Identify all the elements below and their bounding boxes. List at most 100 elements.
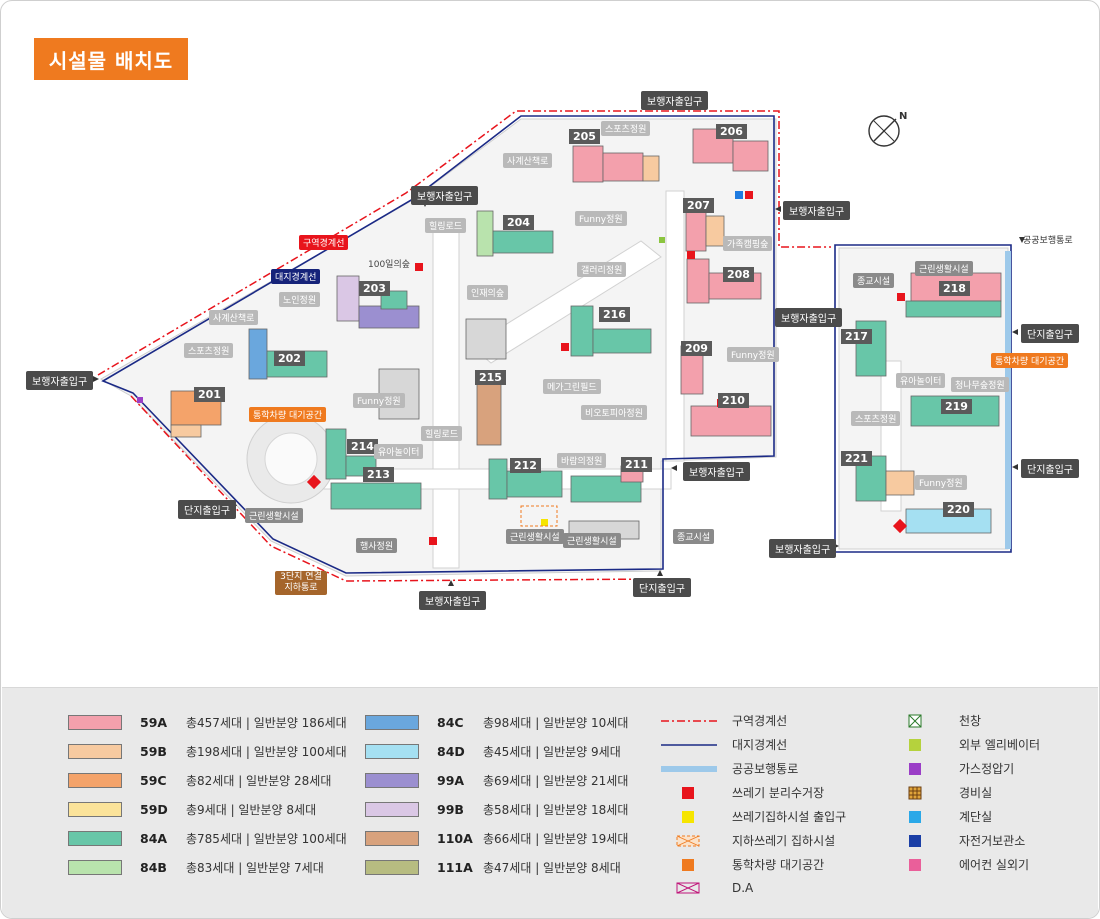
building-219: 219 <box>941 399 972 414</box>
legend-icon-label: 가스정압기 <box>959 762 1015 776</box>
funny-tag-2: Funny정원 <box>353 393 405 408</box>
legend-icon-label: 자전거보관소 <box>959 834 1026 848</box>
gate-right-upper: 보행자출입구 <box>783 201 851 220</box>
legend-line-label: 통학차량 대기공간 <box>732 858 825 872</box>
legend-line-label: 지하쓰레기 집하시설 <box>732 834 836 848</box>
elderly-garden-tag: 노인정원 <box>279 292 321 307</box>
blue-square-icon <box>886 833 946 848</box>
event-plaza-tag: 행사정원 <box>356 538 398 553</box>
building-203: 203 <box>359 281 390 296</box>
legend-icon-row: 외부 엘리베이터 <box>886 736 1040 753</box>
legend-unit-desc: 총82세대 | 일반분양 28세대 <box>186 774 332 788</box>
legend-unit-code: 84B <box>140 860 167 875</box>
building-221: 221 <box>841 451 872 466</box>
building-220: 220 <box>943 502 974 517</box>
healing-tag-2: 힐링로드 <box>421 426 463 441</box>
building-204: 204 <box>503 215 534 230</box>
legend-unit-row: 59A 총457세대 | 일반분양 186세대 <box>68 714 347 731</box>
legend-line-row: D.A <box>659 880 753 895</box>
talent-forest-tag: 인재의숲 <box>467 285 509 300</box>
building-201: 201 <box>194 387 225 402</box>
hundred-days-tag: 100일의숲 <box>368 260 411 270</box>
gate-center-right: 보행자출입구 <box>683 462 751 481</box>
kids-tag-1: 유아놀이터 <box>374 444 424 459</box>
lime-square-icon <box>886 737 946 752</box>
legend-icon-label: 계단실 <box>959 810 993 824</box>
legend-line-row: 대지경계선 <box>659 736 787 753</box>
district-boundary-line <box>97 110 831 376</box>
sports-tag-2: 스포츠정원 <box>601 121 651 136</box>
building-207: 207 <box>683 198 714 213</box>
legend-unit-code: 84D <box>437 744 465 759</box>
legend-unit-code: 59D <box>140 802 168 817</box>
bldg-213 <box>330 482 422 510</box>
legend-icon-label: 에어컨 실외기 <box>959 858 1030 872</box>
legend-icon-row: 에어컨 실외기 <box>886 856 1029 873</box>
legend-unit-code: 111A <box>437 860 473 875</box>
light-blue-band-icon <box>659 761 719 776</box>
legend-unit-code: 99A <box>437 773 465 788</box>
legend-unit-row: 84A 총785세대 | 일반분양 100세대 <box>68 830 347 847</box>
neighborhood-tag-4: 근린생활시설 <box>915 261 973 276</box>
trail-tag-1: 사계산책로 <box>503 153 553 168</box>
building-213: 213 <box>363 467 394 482</box>
building-215: 215 <box>475 370 506 385</box>
legend-icon-label: 천창 <box>959 714 982 728</box>
bldg-216 <box>570 305 652 357</box>
legend-unit-swatch <box>68 860 122 875</box>
sky-garden-tag: 바람의정원 <box>557 453 607 468</box>
green-x-box-icon <box>886 713 946 728</box>
east-boundary-line <box>834 244 1012 553</box>
legend-line-row: 쓰레기집하시설 출입구 <box>659 808 846 825</box>
legend-unit-code: 99B <box>437 802 464 817</box>
legend-unit-swatch <box>68 744 122 759</box>
legend-unit-desc: 총457세대 | 일반분양 186세대 <box>186 716 347 730</box>
legend-icon-row: 가스정압기 <box>886 760 1014 777</box>
family-camping-tag: 가족캠핑숲 <box>723 236 773 251</box>
yellow-square-icon <box>659 809 719 824</box>
religious-tag-2: 종교시설 <box>853 273 895 288</box>
legend-unit-swatch <box>365 715 419 730</box>
district-boundary-tag: 구역경계선 <box>299 235 349 250</box>
bldg-215 <box>476 382 502 446</box>
public-walkway-label: 공공보행통로 <box>1023 236 1073 246</box>
danji-gate-left: 단지출입구 <box>178 500 236 519</box>
legend-unit-code: 59A <box>140 715 168 730</box>
gate-top: 보행자출입구 <box>641 91 709 110</box>
north-compass-icon: N <box>868 111 907 147</box>
gate-left: 보행자출입구 <box>26 371 94 390</box>
neighborhood-tag-1: 근린생활시설 <box>245 508 303 523</box>
gate-bottom: 보행자출입구 <box>419 591 487 610</box>
building-218: 218 <box>939 281 970 296</box>
legend-icon-row: 천창 <box>886 712 981 729</box>
building-216: 216 <box>599 307 630 322</box>
legend-line-label: 구역경계선 <box>732 714 788 728</box>
pine-garden-tag: 청나무숲정원 <box>951 377 1009 392</box>
bldg-210 <box>690 405 772 437</box>
legend-icon-label: 경비실 <box>959 786 993 800</box>
building-214: 214 <box>347 439 378 454</box>
legend-unit-row: 84D 총45세대 | 일반분양 9세대 <box>365 743 621 760</box>
bus-waiting-tag-2: 통학차량 대기공간 <box>991 353 1069 368</box>
building-212: 212 <box>510 458 541 473</box>
orange-square-icon <box>659 857 719 872</box>
bldg-212 <box>488 458 563 500</box>
funny-tag-1: Funny정원 <box>575 211 627 226</box>
kids-tag-2: 유아놀이터 <box>896 373 946 388</box>
trail-tag-2: 사계산책로 <box>209 310 259 325</box>
legend-unit-desc: 총785세대 | 일반분양 100세대 <box>186 832 347 846</box>
brown-grid-icon <box>886 785 946 800</box>
bldg-205 <box>572 145 660 183</box>
legend-unit-code: 84A <box>140 831 168 846</box>
legend-line-label: D.A <box>732 880 754 895</box>
bldg-207 <box>685 210 725 252</box>
road-right <box>665 190 685 462</box>
underpass-tag: 3단지 연결 지하통로 <box>275 571 327 595</box>
biotope-tag: 비오토피아정원 <box>581 405 647 420</box>
sports-tag-1: 스포츠정원 <box>184 343 234 358</box>
neighborhood-tag-2: 근린생활시설 <box>506 529 564 544</box>
legend-unit-desc: 총198세대 | 일반분양 100세대 <box>186 745 347 759</box>
legend-unit-desc: 총45세대 | 일반분양 9세대 <box>483 745 621 759</box>
